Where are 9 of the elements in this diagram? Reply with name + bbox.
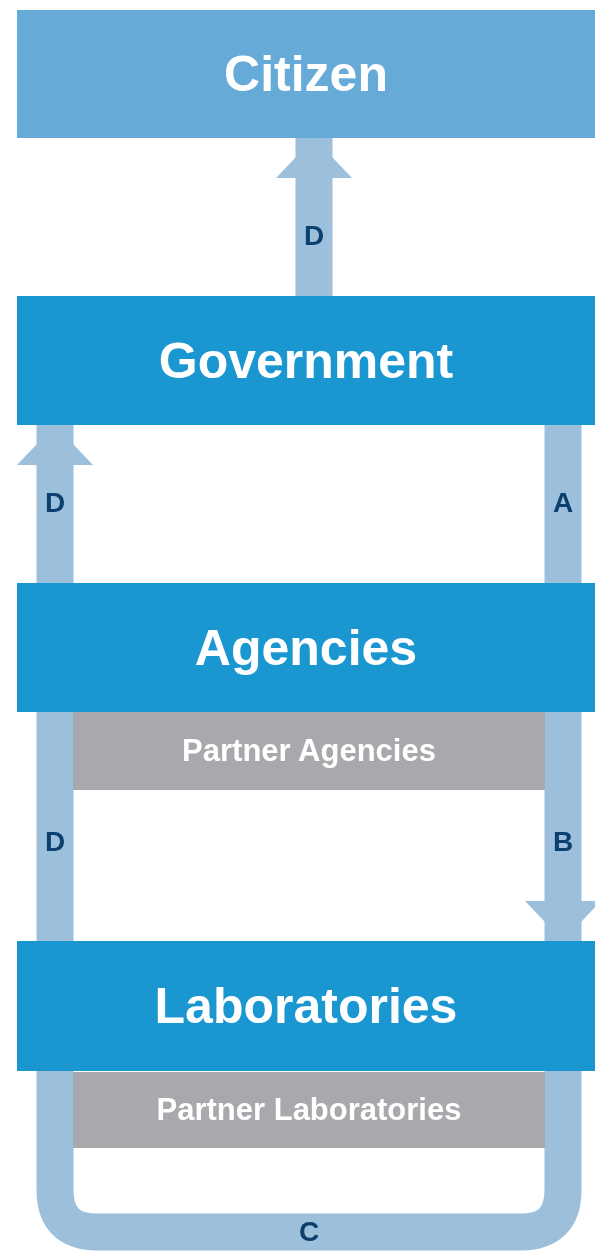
flow-arrow	[17, 425, 93, 583]
flow-arrow	[276, 138, 352, 296]
partner-box: Partner Laboratories	[73, 1072, 545, 1148]
process-box: Government	[17, 296, 595, 425]
flow-arrow	[525, 712, 595, 941]
process-box: Agencies	[17, 583, 595, 712]
heading-box: Citizen	[17, 10, 595, 138]
partner-box: Partner Agencies	[73, 712, 545, 790]
process-box: Laboratories	[17, 941, 595, 1071]
